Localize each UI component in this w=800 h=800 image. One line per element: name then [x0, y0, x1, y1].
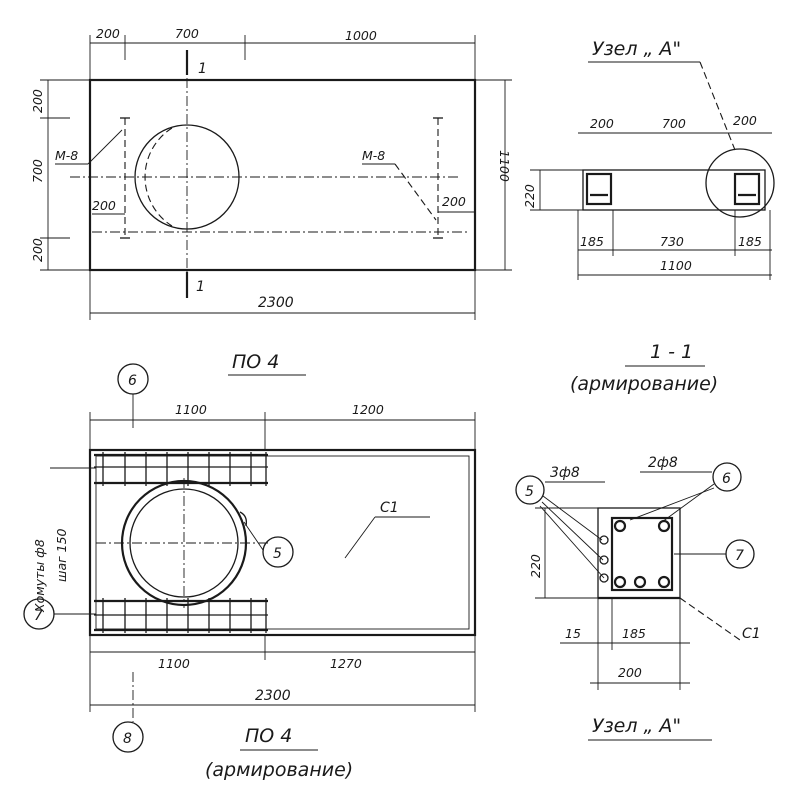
dim-bottom-total: 2300 — [258, 295, 294, 311]
sec-dim-height: 220 — [522, 184, 537, 208]
callout-leader — [661, 483, 715, 523]
callout-5-circle — [262, 536, 294, 568]
stirrup-label-2: шаг 150 — [54, 528, 69, 582]
reinf-dim-total: 2300 — [255, 688, 291, 704]
slab-reinf-outline — [88, 448, 477, 637]
bar-label-left: 3ф8 — [550, 465, 580, 481]
section-body — [582, 169, 766, 211]
sec-dim-top-3: 200 — [733, 113, 757, 128]
leader-line — [344, 516, 376, 559]
rebar-dot — [657, 575, 671, 589]
dim-inner-right: 200 — [442, 194, 466, 209]
section-mark-bottom: 1 — [196, 279, 205, 295]
callout-leader — [542, 495, 603, 541]
rebar-dot — [613, 575, 627, 589]
sec-dim-bottom-3: 185 — [738, 234, 762, 249]
insert-tag-left: M-8 — [55, 148, 78, 163]
stirrups-top — [94, 452, 268, 486]
callout-7: 7 — [34, 608, 43, 624]
callout-leader — [539, 505, 605, 579]
node-dim-height: 220 — [528, 554, 543, 578]
node-dim-bottom-1: 15 — [565, 626, 581, 641]
mesh-c1-label: C1 — [380, 500, 399, 516]
stirrup-label-1: Хомуты ф8 — [32, 539, 47, 613]
reinf-dim-top-1: 1100 — [175, 402, 207, 417]
node-circle — [705, 148, 775, 218]
node-view: 3ф8 2ф8 5 6 7 220 — [515, 455, 761, 741]
dim-right-height: 1100 — [497, 150, 512, 182]
rebar-dot — [633, 575, 647, 589]
section-title: 1 - 1 — [650, 341, 693, 363]
rebar-dot — [613, 519, 627, 533]
callout-8: 8 — [123, 731, 132, 747]
reinf-dim-bottom-1: 1100 — [158, 656, 190, 671]
sec-dim-top-2: 700 — [662, 116, 686, 131]
node-dim-total: 200 — [618, 665, 642, 680]
bar-5 — [599, 573, 609, 583]
bar-5 — [599, 535, 609, 545]
node-title: Узел „ А" — [592, 715, 681, 737]
dim-inner-left: 200 — [92, 198, 116, 213]
reinf-dim-top-2: 1200 — [352, 402, 384, 417]
sec-dim-bottom-2: 730 — [660, 234, 684, 249]
insert-tag-right: M-8 — [362, 148, 385, 163]
callout-5-circle — [515, 475, 545, 505]
section-subtitle: (армирование) — [570, 373, 718, 395]
node-mesh-label: C1 — [742, 626, 761, 642]
plan-view: 1 1 M-8 M-8 200 700 1000 200 700 200 — [30, 26, 512, 376]
sec-dim-bottom-1: 185 — [580, 234, 604, 249]
dim-left-2: 700 — [30, 159, 45, 183]
callout-6: 6 — [128, 373, 137, 389]
dim-top-1: 200 — [96, 26, 120, 41]
reinf-subtitle: (армирование) — [205, 759, 353, 781]
node-dim-bottom-2: 185 — [622, 626, 646, 641]
leader-line — [87, 129, 123, 165]
reinforcement-view: 6 1100 1200 — [23, 363, 477, 781]
sec-dim-total: 1100 — [660, 258, 692, 273]
reinf-dim-bottom-2: 1270 — [330, 656, 362, 671]
bar-5 — [599, 555, 609, 565]
dim-left-1: 200 — [30, 89, 45, 113]
callout-8-circle — [112, 721, 144, 753]
leader-line — [679, 597, 741, 641]
dim-top-2: 700 — [175, 26, 199, 41]
node-callout-5: 5 — [525, 484, 534, 500]
node-label: Узел „ А" — [592, 38, 681, 60]
callout-leader — [243, 521, 264, 551]
node-leader — [699, 61, 736, 151]
rib-left — [585, 172, 613, 206]
callout-leader — [629, 487, 715, 521]
node-stirrup — [610, 516, 674, 592]
opening-circle — [129, 488, 239, 598]
plan-title: ПО 4 — [232, 351, 279, 373]
section-mark-top: 1 — [198, 61, 207, 77]
slab-outline — [88, 78, 477, 272]
stirrups-bottom — [94, 598, 268, 633]
callout-6-circle — [712, 462, 742, 492]
bar-label-right: 2ф8 — [648, 455, 678, 471]
reinf-title: ПО 4 — [245, 725, 292, 747]
dim-left-3: 200 — [30, 238, 45, 262]
rebar-dot — [657, 519, 671, 533]
node-callout-7: 7 — [735, 548, 744, 564]
leader-line — [394, 163, 437, 221]
hook — [239, 511, 248, 527]
rib-right — [733, 172, 761, 206]
sec-dim-top-1: 200 — [590, 116, 614, 131]
section-view: Узел „ А" 200 700 200 220 185 730 185 11… — [522, 38, 775, 395]
mesh-c1-outline — [95, 455, 470, 630]
dim-top-3: 1000 — [345, 28, 377, 43]
callout-leader — [541, 501, 604, 561]
node-callout-6: 6 — [722, 471, 731, 487]
callout-5: 5 — [273, 546, 282, 562]
